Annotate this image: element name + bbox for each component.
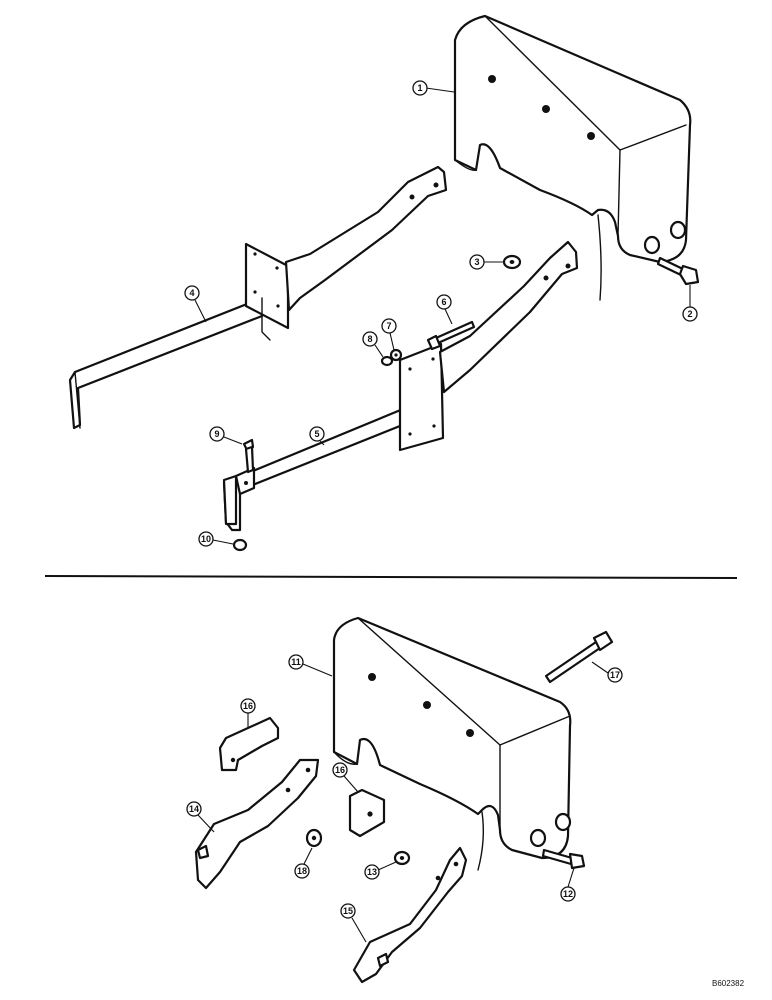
- callout-12-label: 12: [563, 889, 573, 899]
- bolt-6: [426, 320, 476, 351]
- callout-13-label: 13: [367, 867, 377, 877]
- callout-14: 14: [186, 801, 215, 833]
- washer-7: [389, 348, 403, 362]
- clamp-16-upper: [218, 716, 280, 772]
- callout-17-label: 17: [610, 670, 620, 680]
- callout-16a-label: 16: [243, 701, 253, 711]
- nut-3: [502, 254, 522, 270]
- bolt-17: [544, 630, 614, 684]
- bolt-2: [656, 256, 700, 286]
- callout-16-lower: 16: [332, 762, 359, 793]
- nut-10: [232, 538, 248, 552]
- callout-12: 12: [560, 867, 576, 902]
- bolt-9: [242, 438, 255, 474]
- counterweight-11: [332, 616, 572, 871]
- arm-14: [194, 758, 320, 890]
- bracket-5: [222, 240, 579, 532]
- callout-17: 17: [591, 661, 623, 683]
- callout-3: 3: [469, 254, 504, 270]
- callout-16b-label: 16: [335, 765, 345, 775]
- callout-9: 9: [209, 426, 243, 445]
- callout-16-upper: 16: [240, 698, 256, 728]
- callout-11: 11: [288, 654, 333, 677]
- callout-2-label: 2: [687, 309, 692, 319]
- callout-8: 8: [362, 331, 384, 358]
- callout-1: 1: [412, 80, 455, 96]
- callout-7: 7: [381, 318, 397, 351]
- callout-11-label: 11: [291, 657, 301, 667]
- callout-6-label: 6: [441, 297, 446, 307]
- nut-13: [393, 850, 411, 866]
- nut-8: [380, 355, 394, 367]
- arm-15: [352, 846, 468, 984]
- section-divider: [44, 575, 738, 579]
- callout-10: 10: [198, 531, 234, 547]
- callout-13: 13: [364, 861, 397, 880]
- callout-3-label: 3: [474, 257, 479, 267]
- bracket-4: [68, 165, 448, 430]
- callout-4-label: 4: [189, 288, 194, 298]
- callout-7-label: 7: [386, 321, 391, 331]
- callout-4: 4: [184, 285, 207, 323]
- callout-8-label: 8: [367, 334, 372, 344]
- callout-5-label: 5: [314, 429, 319, 439]
- callout-18: 18: [294, 847, 313, 879]
- callout-5: 5: [309, 426, 325, 446]
- callout-15-label: 15: [343, 906, 353, 916]
- callout-2: 2: [682, 285, 698, 322]
- callout-18-label: 18: [297, 866, 307, 876]
- nut-18: [305, 828, 323, 848]
- callout-6: 6: [436, 294, 453, 325]
- callout-1-label: 1: [417, 83, 422, 93]
- counterweight-1: [453, 14, 692, 301]
- clamp-16-lower: [348, 788, 386, 838]
- callout-10-label: 10: [201, 534, 211, 544]
- drawing-number: B602382: [712, 979, 745, 988]
- bolt-12: [541, 848, 586, 870]
- callout-9-label: 9: [214, 429, 219, 439]
- callout-15: 15: [340, 903, 367, 943]
- callout-14-label: 14: [189, 804, 199, 814]
